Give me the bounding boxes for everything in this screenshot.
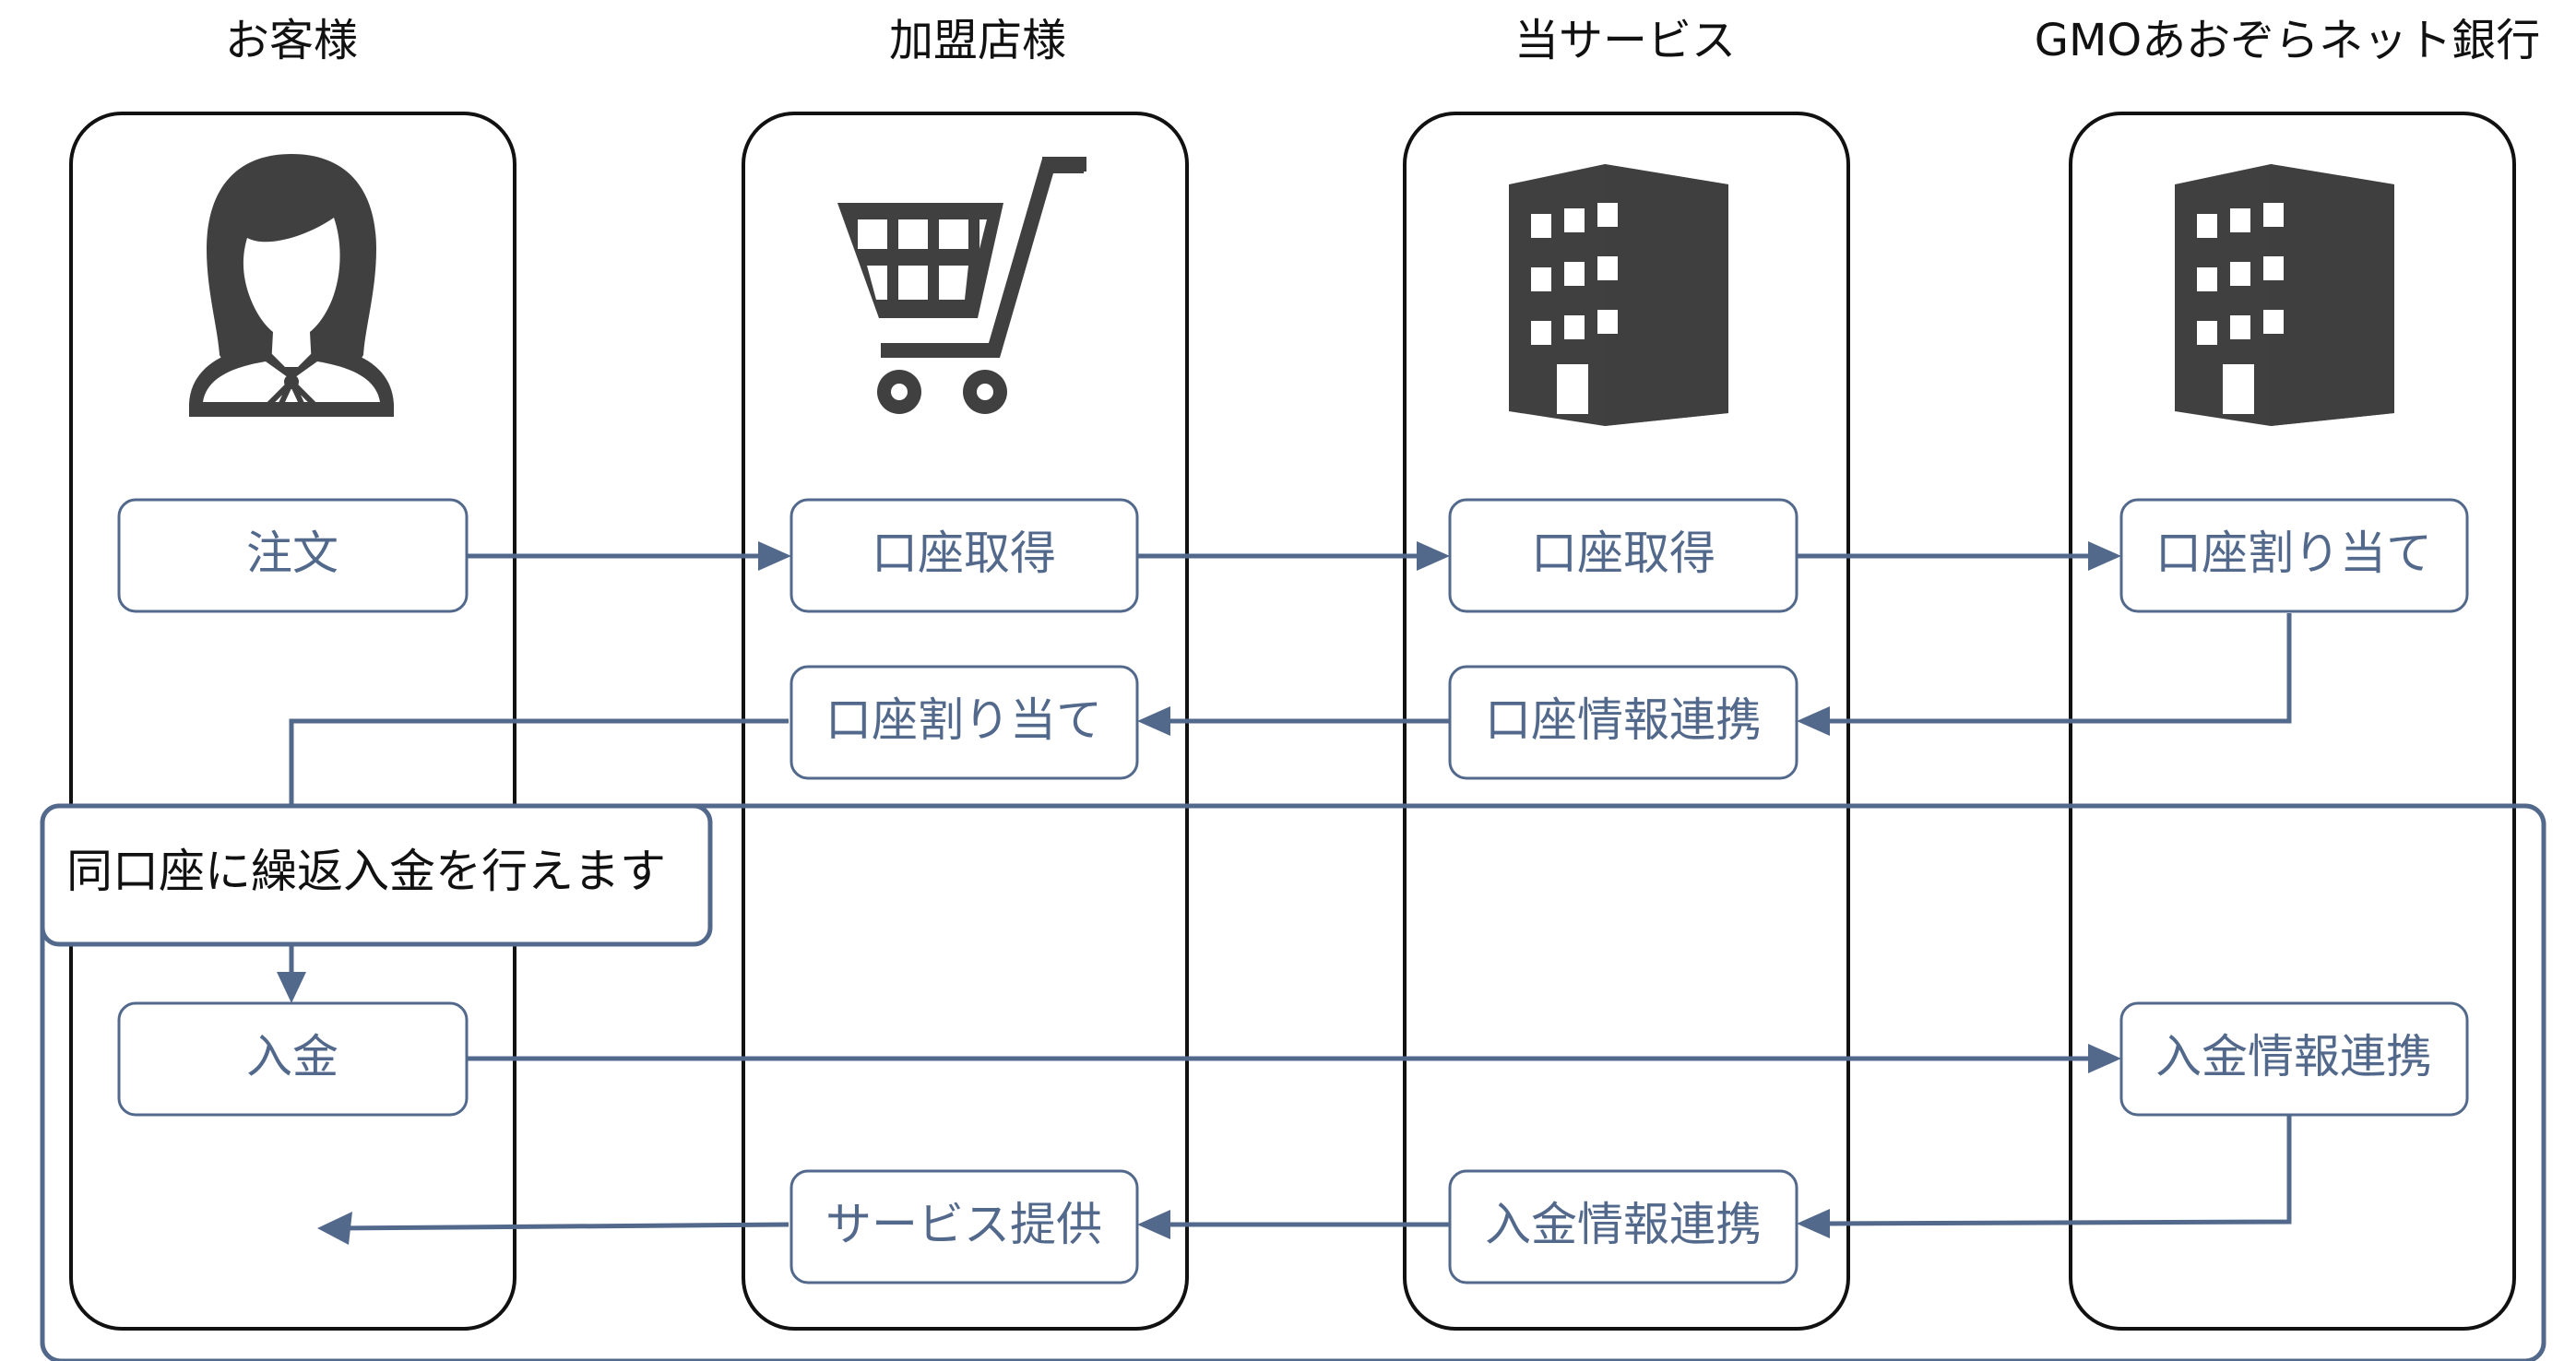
arrow-head bbox=[758, 541, 791, 571]
step-order: 注文 bbox=[117, 498, 469, 613]
arrow-head bbox=[1417, 541, 1450, 571]
column-header-customer: お客様 bbox=[225, 15, 358, 66]
step-label: 口座割り当て bbox=[2155, 527, 2432, 580]
column-header-merchant: 加盟店様 bbox=[889, 15, 1066, 66]
person-icon bbox=[189, 154, 394, 417]
step-merchant-assign-account: 口座割り当て bbox=[789, 665, 1139, 780]
arrow-head bbox=[2088, 541, 2121, 571]
connectors bbox=[289, 553, 2292, 1231]
arrow-head bbox=[317, 1212, 352, 1245]
arrow-head bbox=[1797, 1209, 1830, 1238]
arrow-head bbox=[1137, 706, 1170, 736]
arrow-head bbox=[277, 972, 306, 1003]
repeat-note-text: 同口座に繰返入金を行えます bbox=[66, 845, 666, 898]
step-label: 口座割り当て bbox=[825, 693, 1102, 747]
arrow-head bbox=[1797, 706, 1830, 736]
step-label: 口座情報連携 bbox=[1485, 693, 1762, 747]
building-icon bbox=[1509, 164, 1728, 426]
repeat-note: 同口座に繰返入金を行えます bbox=[40, 803, 713, 947]
step-merchant-get-account: 口座取得 bbox=[789, 498, 1139, 613]
step-label: 入金情報連携 bbox=[1485, 1198, 1762, 1251]
step-label: 入金情報連携 bbox=[2155, 1030, 2432, 1083]
shopping-cart-icon bbox=[837, 157, 1086, 414]
step-service-deposit-info: 入金情報連携 bbox=[1448, 1169, 1798, 1284]
building-icon bbox=[2175, 164, 2394, 426]
step-bank-assign-account: 口座割り当て bbox=[2119, 498, 2469, 613]
column-header-service: 当サービス bbox=[1514, 15, 1736, 66]
column-header-bank: GMOあおぞらネット銀行 bbox=[2035, 15, 2540, 66]
arrowheads bbox=[277, 541, 2121, 1245]
step-merchant-service: サービス提供 bbox=[789, 1169, 1139, 1284]
step-label: 注文 bbox=[246, 527, 338, 580]
arrow-head bbox=[2088, 1044, 2121, 1073]
step-label: 口座取得 bbox=[872, 527, 1056, 580]
step-bank-deposit-info: 入金情報連携 bbox=[2119, 1001, 2469, 1117]
step-deposit: 入金 bbox=[117, 1001, 469, 1117]
step-service-get-account: 口座取得 bbox=[1448, 498, 1798, 613]
step-label: サービス提供 bbox=[825, 1198, 1102, 1251]
repeat-loop-frame bbox=[40, 803, 2546, 1361]
step-label: 入金 bbox=[246, 1030, 338, 1083]
step-label: 口座取得 bbox=[1531, 527, 1715, 580]
step-service-account-info: 口座情報連携 bbox=[1448, 665, 1798, 780]
arrow-head bbox=[1137, 1210, 1170, 1239]
